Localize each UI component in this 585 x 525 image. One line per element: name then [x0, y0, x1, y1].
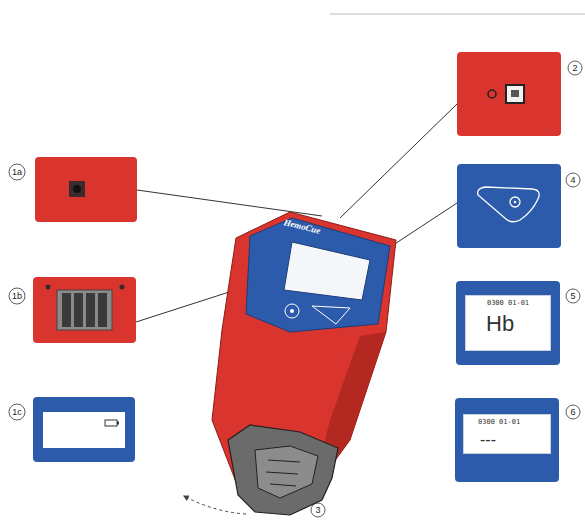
callout-number: 1a: [12, 168, 22, 177]
ready-dashes: ---: [464, 432, 550, 448]
ready-display: 0300 01-01 ---: [463, 414, 551, 454]
callout-number: 1b: [12, 292, 22, 301]
hb-display: 0300 01-01Hb: [465, 295, 551, 351]
button-panel: [457, 164, 561, 248]
date-time: 0300 01-01: [464, 415, 550, 426]
low-battery-panel: [33, 397, 135, 462]
callout-number: 3: [315, 506, 320, 515]
callout-number: 2: [572, 64, 577, 73]
callout-number: 5: [570, 292, 575, 301]
top-rule: [330, 14, 585, 15]
usb-panel: [457, 52, 561, 136]
power-jack-panel: [35, 157, 137, 222]
callout-number: 1c: [12, 408, 22, 417]
callout-number: 4: [570, 176, 575, 185]
callout-number: 6: [570, 408, 575, 417]
date-time: 0300 01-01: [466, 296, 550, 307]
battery-panel: [33, 277, 136, 343]
ready-panel: [455, 398, 559, 482]
hb-panel: [456, 281, 560, 365]
test-name: Hb: [466, 313, 550, 335]
leader-lines: [136, 104, 457, 322]
callout-circles: [9, 61, 582, 517]
hemocue-device: [184, 212, 396, 515]
brand-logo: HemoCue: [283, 218, 322, 236]
